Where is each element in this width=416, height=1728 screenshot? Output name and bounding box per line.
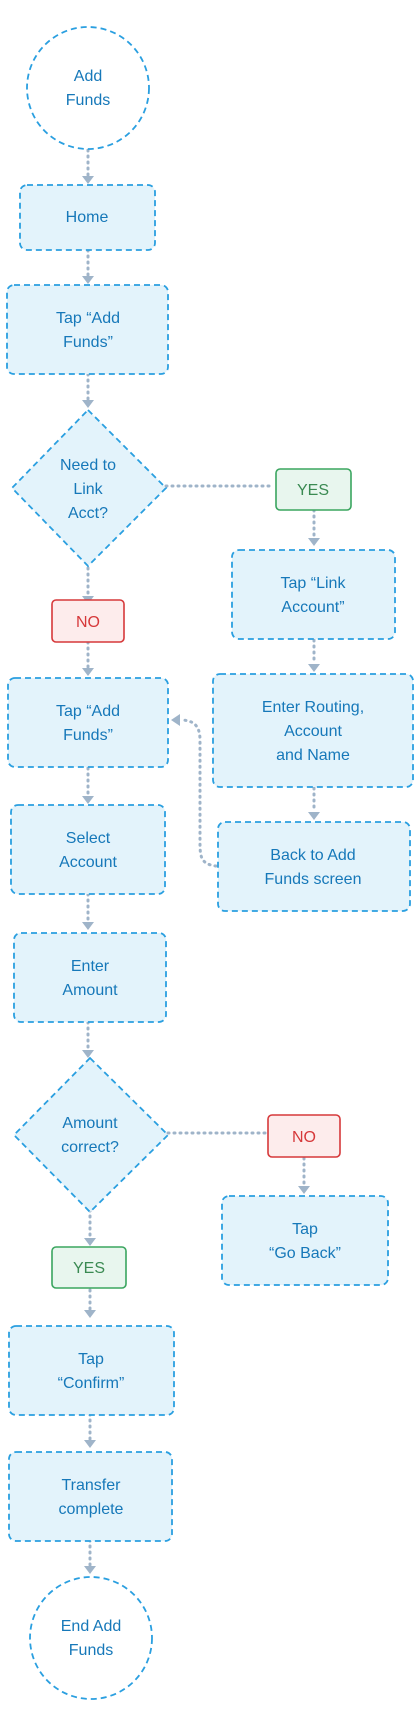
home-box [19, 184, 156, 251]
tap-link-account-line-2: Account” [281, 599, 344, 616]
enter-amount-line-1: Enter [71, 958, 110, 975]
yes-badge-2: YES [51, 1246, 127, 1289]
arrowhead [171, 714, 180, 726]
amount-correct-line-1: Amount [62, 1115, 118, 1132]
select-account-node: Select Account [10, 804, 166, 895]
amount-correct-diamond [12, 1056, 170, 1214]
tap-add-funds-2-node: Tap “Add Funds” [7, 677, 169, 768]
yes-badge-1-box [275, 468, 352, 511]
tap-go-back-node: Tap “Go Back” [221, 1195, 389, 1286]
yes-badge-2-label: YES [73, 1260, 105, 1277]
start-circle [26, 26, 150, 150]
tap-confirm-box [8, 1325, 175, 1416]
amount-correct-line-2: correct? [61, 1139, 119, 1156]
transfer-complete-box [8, 1451, 173, 1542]
arrowhead [82, 276, 94, 284]
home-node: Home [19, 184, 156, 251]
arrowhead [308, 538, 320, 546]
amount-correct-decision: Amount correct? [12, 1056, 170, 1214]
tap-go-back-line-2: “Go Back” [269, 1245, 341, 1262]
no-badge-2: NO [267, 1114, 341, 1158]
tap-add-funds-2-line-2: Funds” [63, 727, 113, 744]
yes-badge-1: YES [275, 468, 352, 511]
start-label-line-2: Funds [66, 92, 110, 109]
arrowhead [84, 1310, 96, 1318]
no-badge-2-label: NO [292, 1129, 316, 1146]
tap-add-funds-2-box [7, 677, 169, 768]
enter-routing-line-3: and Name [276, 747, 350, 764]
arrowheads [82, 176, 320, 1574]
home-label: Home [66, 209, 109, 226]
arrowhead [82, 176, 94, 184]
tap-add-funds-2-line-1: Tap “Add [56, 703, 120, 720]
enter-amount-box [13, 932, 167, 1023]
enter-routing-line-2: Account [284, 723, 342, 740]
back-to-add-funds-line-1: Back to Add [270, 847, 355, 864]
tap-go-back-line-1: Tap [292, 1221, 318, 1238]
start-node: Add Funds [26, 26, 150, 150]
arrowhead [298, 1186, 310, 1194]
no-badge-1-label: NO [76, 614, 100, 631]
tap-confirm-line-2: “Confirm” [58, 1375, 125, 1392]
yes-badge-2-box [51, 1246, 127, 1289]
end-circle [29, 1576, 153, 1700]
tap-add-funds-1-line-2: Funds” [63, 334, 113, 351]
tap-add-funds-1-node: Tap “Add Funds” [6, 284, 169, 375]
tap-link-account-line-1: Tap “Link [281, 575, 347, 592]
arrowhead [82, 796, 94, 804]
arrowhead [84, 1238, 96, 1246]
end-node: End Add Funds [29, 1576, 153, 1700]
arrowhead [82, 1050, 94, 1058]
arrowhead [82, 400, 94, 408]
end-label-line-1: End Add [61, 1618, 122, 1635]
connector-back-to-tap-add-funds-2 [178, 718, 218, 868]
arrowhead [84, 1566, 96, 1574]
transfer-complete-node: Transfer complete [8, 1451, 173, 1542]
need-link-line-1: Need to [60, 457, 116, 474]
end-label-line-2: Funds [69, 1642, 113, 1659]
select-account-line-1: Select [66, 830, 111, 847]
connectors [86, 148, 316, 1568]
arrowhead [84, 1440, 96, 1448]
back-to-add-funds-line-2: Funds screen [265, 871, 362, 888]
enter-routing-line-1: Enter Routing, [262, 699, 364, 716]
need-link-diamond [10, 408, 168, 568]
need-link-decision: Need to Link Acct? [10, 408, 168, 568]
start-label-line-1: Add [74, 68, 102, 85]
back-to-add-funds-box [217, 821, 411, 912]
enter-amount-node: Enter Amount [13, 932, 167, 1023]
no-badge-1: NO [51, 599, 125, 643]
tap-add-funds-1-box [6, 284, 169, 375]
no-badge-2-box [267, 1114, 341, 1158]
no-badge-1-box [51, 599, 125, 643]
tap-confirm-line-1: Tap [78, 1351, 104, 1368]
back-to-add-funds-node: Back to Add Funds screen [217, 821, 411, 912]
transfer-complete-line-2: complete [59, 1501, 124, 1518]
tap-add-funds-1-line-1: Tap “Add [56, 310, 120, 327]
transfer-complete-line-1: Transfer [62, 1477, 122, 1494]
enter-routing-box [212, 673, 414, 788]
select-account-line-2: Account [59, 854, 117, 871]
arrowhead [308, 812, 320, 820]
need-link-line-3: Acct? [68, 505, 108, 522]
tap-go-back-box [221, 1195, 389, 1286]
arrowhead [308, 664, 320, 672]
enter-amount-line-2: Amount [62, 982, 118, 999]
arrowhead [82, 922, 94, 930]
yes-badge-1-label: YES [297, 482, 329, 499]
enter-routing-node: Enter Routing, Account and Name [212, 673, 414, 788]
select-account-box [10, 804, 166, 895]
arrowhead [82, 668, 94, 676]
tap-link-account-node: Tap “Link Account” [231, 549, 396, 640]
tap-confirm-node: Tap “Confirm” [8, 1325, 175, 1416]
need-link-line-2: Link [73, 481, 103, 498]
tap-link-account-box [231, 549, 396, 640]
